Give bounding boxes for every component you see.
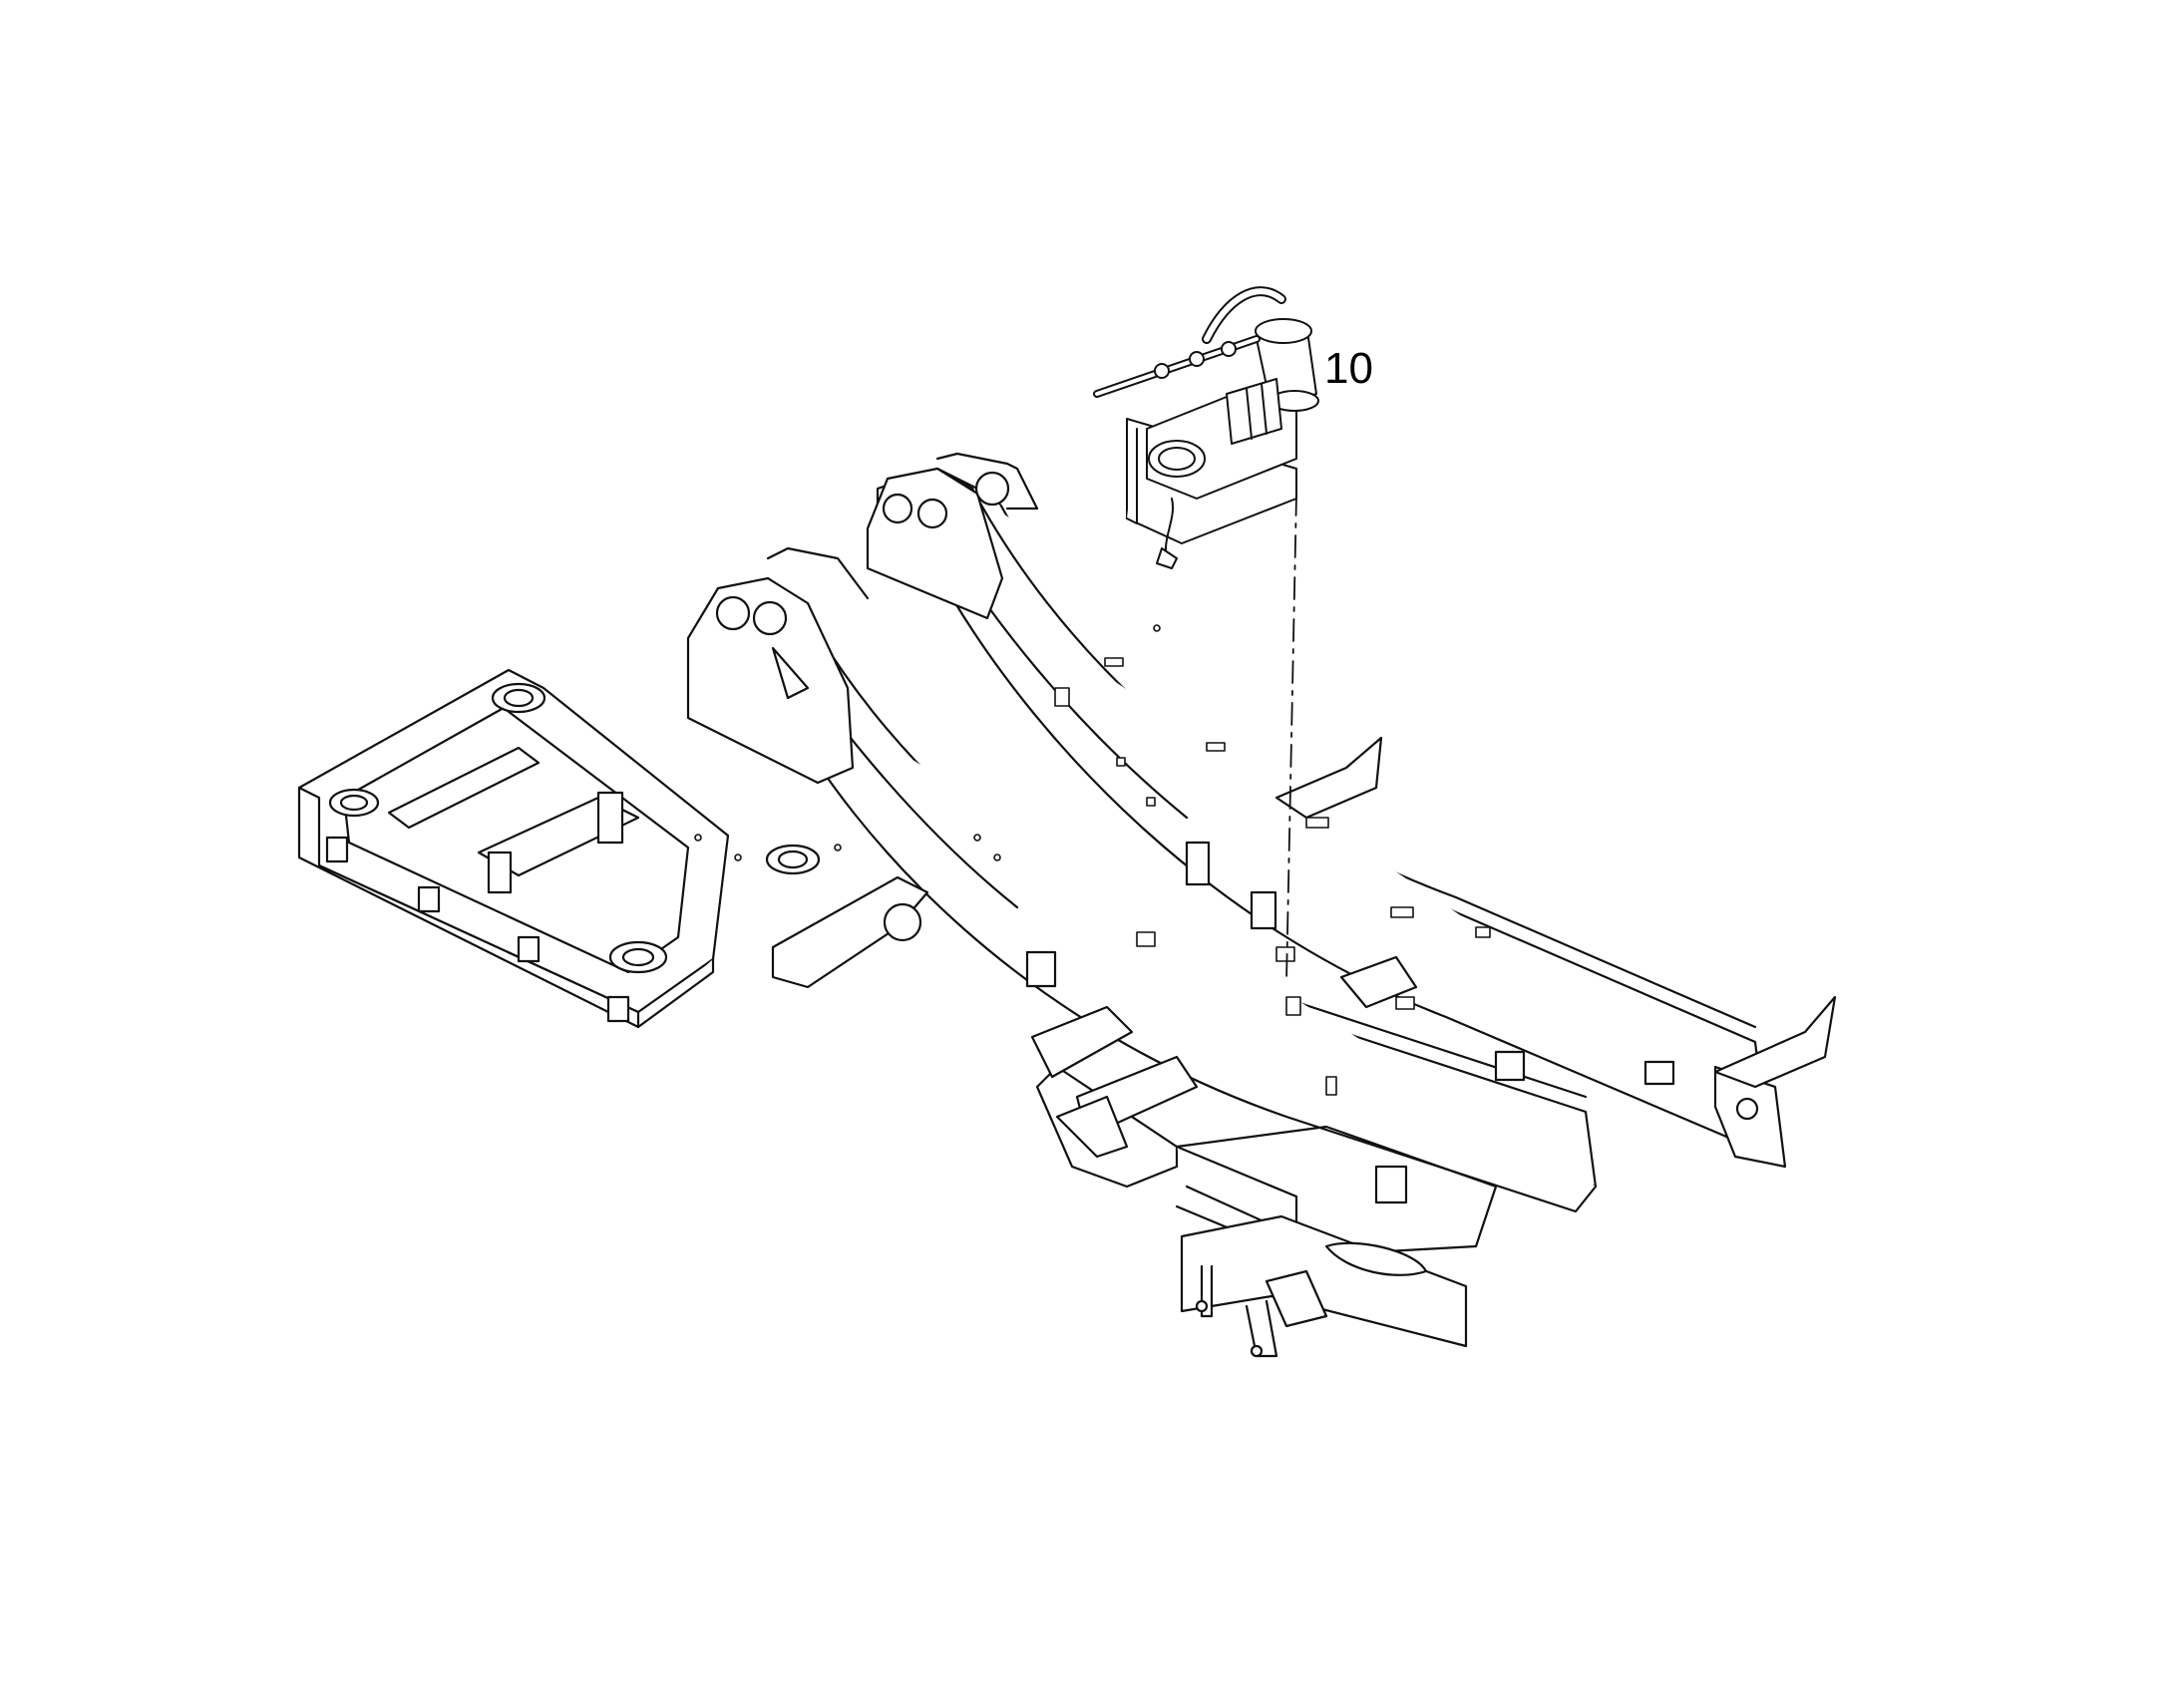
outrigger-supports [771,841,1675,1204]
main-frame-rails [716,467,1767,1213]
boom-mount-towers [686,452,1039,785]
heater-unit [1093,286,1319,569]
frame-hardware [694,624,1491,1096]
front-bracket-assembly [1180,1214,1468,1358]
callout-label-10: 10 [1324,344,1373,393]
left-box-frame [297,668,821,1029]
leader-line [1285,493,1297,983]
